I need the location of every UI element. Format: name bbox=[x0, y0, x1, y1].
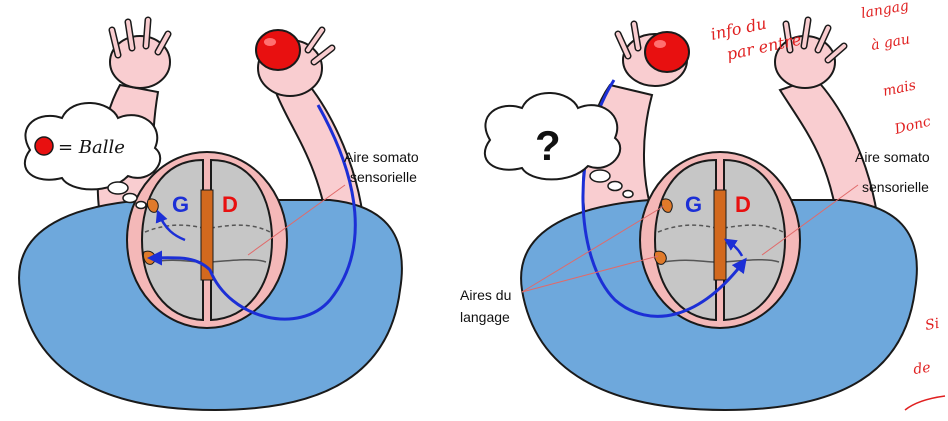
somato-label-line2: sensorielle bbox=[350, 169, 417, 185]
hemisphere-right-label: D bbox=[735, 192, 751, 217]
left-brain-icon: G D bbox=[140, 158, 274, 322]
speech-area bbox=[654, 198, 673, 265]
annotation-line: langag bbox=[860, 0, 910, 22]
language-pointer-line bbox=[521, 255, 659, 293]
hemisphere-left-label: G bbox=[172, 192, 189, 217]
somato-label-line1: Aire somato bbox=[855, 149, 930, 165]
right-brain-icon: G D bbox=[653, 158, 787, 322]
red-ball-icon bbox=[255, 29, 301, 71]
somato-label-line2: sensorielle bbox=[862, 179, 929, 195]
left-panel: G D Aire somato sensorielle = Balle bbox=[18, 16, 419, 412]
annotation-line: Donc bbox=[892, 113, 932, 138]
sensory-pathway-arrow bbox=[147, 104, 357, 321]
language-pointer-line bbox=[521, 205, 665, 293]
left-hand-left bbox=[108, 16, 172, 89]
thought-bubble-icon: = Balle bbox=[23, 102, 162, 210]
language-label-line1: Aires du bbox=[460, 287, 511, 303]
red-ball-icon bbox=[644, 31, 690, 73]
blocked-transfer-arrow bbox=[723, 238, 744, 257]
bubble-text: = Balle bbox=[58, 137, 125, 158]
annotation-line: de bbox=[912, 360, 931, 378]
annotation-line: mais bbox=[882, 77, 918, 100]
somato-pointer-line bbox=[247, 184, 346, 256]
thought-bubble-icon: ? bbox=[483, 92, 634, 199]
question-mark-icon: ? bbox=[535, 122, 561, 169]
annotation-stroke bbox=[904, 395, 946, 411]
annotation-line: à gau bbox=[870, 31, 911, 54]
language-arrow bbox=[155, 209, 186, 242]
corpus-callosum bbox=[200, 189, 214, 281]
bubble-ball-icon bbox=[34, 136, 54, 156]
hemisphere-right-label: D bbox=[222, 192, 238, 217]
language-label-line2: langage bbox=[460, 309, 510, 325]
hemisphere-left-label: G bbox=[685, 192, 702, 217]
right-panel: G D Aire somato sensorielle Aires du lan… bbox=[460, 16, 930, 412]
corpus-callosum bbox=[713, 189, 727, 281]
somato-label-line1: Aire somato bbox=[344, 149, 419, 165]
right-hand-right bbox=[774, 16, 848, 89]
annotation-line: Si bbox=[924, 316, 941, 334]
somato-pointer-line bbox=[761, 184, 859, 256]
